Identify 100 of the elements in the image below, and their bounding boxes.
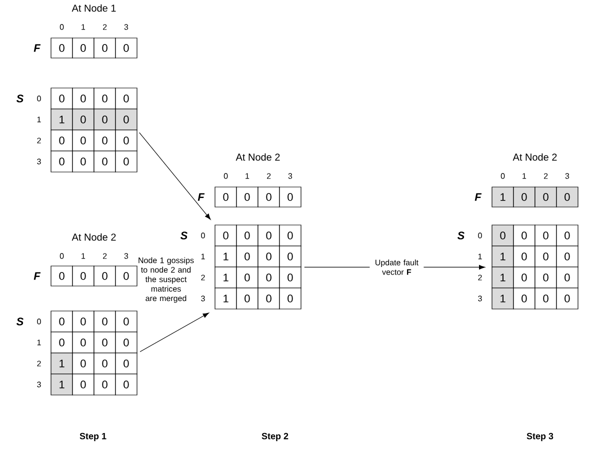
node-label: 0 [80,272,86,280]
node-label: 0 [80,338,86,346]
row-index: 1 [478,254,482,260]
node-label: 1 [60,380,64,388]
node-label: 0 [124,360,129,368]
node-label: 0 [564,252,570,260]
matrix-heading: At Node 2 [72,233,116,241]
node-label: 0 [80,116,86,124]
row-index: 2 [37,138,41,144]
node-label: 0 [59,158,64,166]
matrix-symbol: S [457,232,465,240]
node-label: 1 [224,274,228,282]
column-index: 0 [500,173,505,179]
matrix-symbol: S [180,232,188,240]
node-label: 0 [102,360,108,368]
node-label: 0 [564,274,570,282]
step-label: Step 1 [80,432,106,442]
node-label: 0 [124,94,129,102]
matrix-grid: 0 0 0 0 [50,38,138,58]
node-label: 0 [288,193,293,201]
row-index: 0 [478,232,482,238]
node-label: 0 [522,274,527,282]
column-index: 0 [224,173,228,179]
node-label: 0 [80,158,86,166]
matrix-grid: 0 0 0 0 [214,186,302,208]
column-index: 2 [103,24,107,30]
row-index: 1 [201,254,205,260]
node-label: 0 [564,232,570,240]
node-label: 1 [60,116,64,124]
row-index: 0 [37,96,41,102]
matrix-grid: 0 0 0 0 1 0 0 0 0 0 0 0 0 0 0 0 [50,88,138,172]
node-label: 0 [80,94,86,102]
node-label: 0 [244,252,250,260]
node-label: 0 [288,252,293,260]
node-label: 0 [543,294,548,302]
node-label: 0 [80,44,86,52]
column-index: 2 [266,173,271,179]
vector-symbol: F [34,44,41,52]
row-index: 2 [478,274,482,280]
node-label: 0 [80,318,86,326]
node-label: 0 [288,232,293,240]
node-label: 1 [224,294,228,302]
node-label: 0 [80,380,86,388]
node-label: 0 [244,193,250,201]
node-label: 0 [102,158,108,166]
node-label: 0 [59,94,64,102]
node-label: 0 [59,44,64,52]
node-label: 0 [102,136,108,144]
node-label: 0 [543,252,548,260]
matrix-heading: At Node 2 [512,153,557,161]
matrix-grid: 0 0 0 0 0 0 0 0 1 0 0 0 1 0 0 0 [50,310,138,396]
node-label: 0 [102,380,108,388]
node-label: 0 [244,294,250,302]
column-index: 1 [522,173,526,179]
node-label: 0 [266,274,272,282]
matrix-grid: 0 0 0 0 1 0 0 0 1 0 0 0 1 0 0 0 [492,224,578,310]
column-index: 3 [288,173,292,179]
node-label: 1 [60,360,64,368]
edge-label: Update fault vector F [376,260,418,275]
node-label: 1 [500,294,506,302]
node-label: 0 [500,232,506,240]
node-label: 0 [124,338,129,346]
note-text: Node 1 gossips to node 2 and the suspect matrices are merged [138,257,194,303]
node-label: 0 [80,360,86,368]
matrix-grid: 0 0 0 0 1 0 0 0 1 0 0 0 1 0 0 0 [214,224,302,310]
matrix-grid: 1 0 0 0 [492,186,578,208]
node-label: 0 [124,136,129,144]
node-label: 0 [80,136,86,144]
column-index: 0 [60,24,64,30]
node-label: 0 [124,158,129,166]
vector-symbol: F [474,193,482,201]
row-index: 3 [478,296,482,302]
matrix-heading: At Node 1 [72,4,116,12]
column-index: 3 [124,24,128,30]
node-label: 0 [59,272,64,280]
node-label: 0 [564,294,570,302]
node-label: 0 [59,318,64,326]
row-index: 2 [201,274,205,280]
row-index: 0 [37,318,41,324]
matrix-symbol: S [16,318,24,326]
node-label: 0 [266,294,272,302]
step-label: Step 2 [262,432,288,442]
node-label: 0 [124,116,129,124]
node-label: 1 [224,252,228,260]
row-index: 2 [37,360,41,366]
row-index: 3 [37,158,41,164]
node-label: 1 [500,274,506,282]
node-label: 0 [543,274,548,282]
node-label: 0 [266,252,272,260]
node-label: 1 [500,193,506,201]
node-label: 0 [288,294,293,302]
node-label: 0 [522,232,527,240]
node-label: 0 [124,380,129,388]
node-label: 0 [288,274,293,282]
node-label: 0 [266,193,272,201]
node-label: 0 [522,294,527,302]
node-label: 0 [124,272,129,280]
matrix-grid: 0 0 0 0 [50,266,138,286]
node-label: 1 [500,252,506,260]
node-label: 0 [102,116,108,124]
